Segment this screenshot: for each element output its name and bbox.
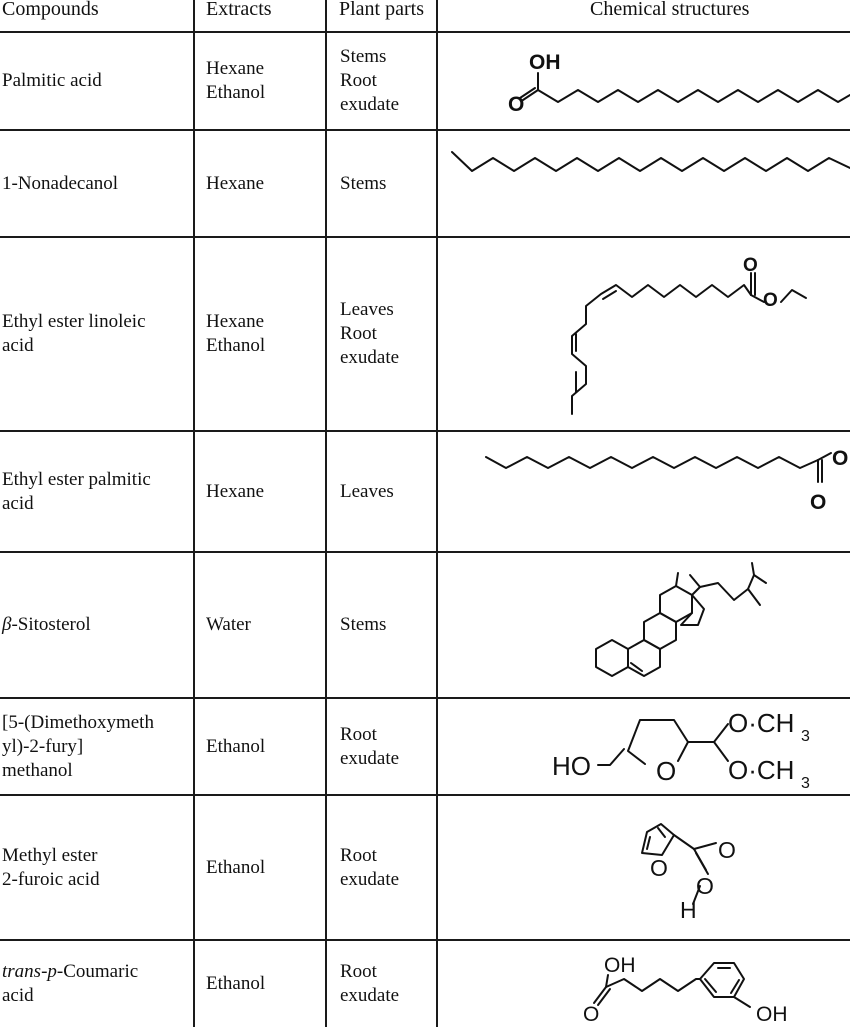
structure-ethyl-linoleate: O O <box>438 238 850 430</box>
compound-prefix: β <box>2 614 12 635</box>
plant-parts-label: Stems <box>340 172 387 194</box>
extracts-label: Water <box>206 614 251 635</box>
structure-label: O <box>763 290 778 311</box>
compound-name: trans-p-Coumaric acid <box>2 941 138 1027</box>
table-rule <box>0 31 850 33</box>
table-rule <box>0 939 850 941</box>
column-rule <box>436 0 438 1027</box>
table-rule <box>0 697 850 699</box>
plant-parts-label: Leaves <box>340 480 394 502</box>
structure-label: O <box>656 756 676 786</box>
plant-parts-cell: Stems Root exudate <box>340 33 399 129</box>
structure-palmitic-acid: OH O <box>438 33 850 129</box>
header-plant-parts: Plant parts <box>339 0 424 20</box>
plant-parts-label: Leaves Root exudate <box>340 299 400 368</box>
structure-label: O <box>650 855 668 881</box>
column-rule <box>325 0 327 1027</box>
table-rule <box>0 236 850 238</box>
extracts-label: Hexane Ethanol <box>206 58 266 103</box>
structure-label: O <box>583 1003 599 1026</box>
compound-label: 1-Nonadecanol <box>2 172 119 194</box>
structure-1-nonadecanol <box>438 131 850 236</box>
plant-parts-cell: Root exudate <box>340 699 399 794</box>
plant-parts-label: Stems <box>340 614 387 635</box>
structure-beta-sitosterol <box>438 553 850 697</box>
compound-label: -Sitosterol <box>11 614 91 635</box>
extracts-cell: Hexane Ethanol <box>206 238 265 430</box>
extracts-cell: Hexane <box>206 131 264 236</box>
compound-label: Ethyl ester linoleic acid <box>2 311 146 356</box>
compound-label: [5-(Dimethoxymeth yl)-2-fury] methanol <box>2 711 154 781</box>
structure-label: HO <box>552 751 591 781</box>
compound-name: β-Sitosterol <box>2 553 91 697</box>
structure-label: O <box>810 491 826 514</box>
structure-ethyl-palmitate: O O <box>438 432 850 551</box>
structure-label: O <box>718 837 736 863</box>
compound-label: Ethyl ester palmitic acid <box>2 468 151 514</box>
structure-label: O <box>508 93 524 116</box>
compound-label: -Coumaric acid <box>2 961 139 1006</box>
compound-name: Ethyl ester linoleic acid <box>2 238 146 430</box>
structure-label: 3 <box>801 775 810 792</box>
structure-label: O·CH <box>728 755 794 785</box>
plant-parts-label: Root exudate <box>340 961 400 1006</box>
structure-label: O·CH <box>728 708 794 738</box>
extracts-label: Hexane <box>206 480 265 502</box>
compound-name: 1-Nonadecanol <box>2 131 118 236</box>
structure-label: 3 <box>801 728 810 745</box>
compound-name: Ethyl ester palmitic acid <box>2 432 151 551</box>
structure-label: OH <box>756 1003 788 1026</box>
extracts-cell: Ethanol <box>206 699 265 794</box>
plant-parts-cell: Leaves <box>340 432 394 551</box>
compound-prefix: trans-p <box>2 961 57 982</box>
structure-label: O <box>696 873 714 899</box>
table-rule <box>0 430 850 432</box>
extracts-label: Ethanol <box>206 735 266 757</box>
structure-dimethoxymethyl-furylmethanol: HO O O·CH 3 O·CH 3 <box>438 699 850 794</box>
compound-label: Palmitic acid <box>2 70 102 91</box>
plant-parts-cell: Leaves Root exudate <box>340 238 399 430</box>
table-rule <box>0 794 850 796</box>
structure-label: H <box>680 897 697 923</box>
extracts-cell: Hexane Ethanol <box>206 33 265 129</box>
table-rule <box>0 129 850 131</box>
extracts-cell: Ethanol <box>206 796 265 939</box>
compound-name: [5-(Dimethoxymeth yl)-2-fury] methanol <box>2 699 154 794</box>
compound-label: Methyl ester 2-furoic acid <box>2 844 100 890</box>
compound-name: Palmitic acid <box>2 33 102 129</box>
plant-parts-cell: Root exudate <box>340 941 399 1027</box>
extracts-cell: Hexane <box>206 432 264 551</box>
extracts-label: Ethanol <box>206 856 266 878</box>
structure-label: O <box>832 447 848 470</box>
plant-parts-cell: Stems <box>340 553 386 697</box>
structure-coumaric-acid: OH O OH <box>438 941 850 1027</box>
plant-parts-label: Stems Root exudate <box>340 46 400 115</box>
header-extracts: Extracts <box>206 0 272 20</box>
extracts-label: Ethanol <box>206 973 266 994</box>
extracts-cell: Ethanol <box>206 941 265 1027</box>
header-chemical-structures: Chemical structures <box>590 0 750 20</box>
extracts-label: Hexane <box>206 172 265 194</box>
structure-label: O <box>743 255 758 276</box>
column-rule <box>193 0 195 1027</box>
extracts-label: Hexane Ethanol <box>206 311 266 356</box>
plant-parts-cell: Stems <box>340 131 386 236</box>
compound-name: Methyl ester 2-furoic acid <box>2 796 100 939</box>
table-rule <box>0 551 850 553</box>
header-compounds: Compounds <box>2 0 99 20</box>
extracts-cell: Water <box>206 553 251 697</box>
structure-label: OH <box>604 954 636 977</box>
plant-parts-label: Root exudate <box>340 723 400 769</box>
structure-label: OH <box>529 51 561 74</box>
plant-parts-cell: Root exudate <box>340 796 399 939</box>
structure-methyl-furoate: O O O H <box>438 796 850 939</box>
plant-parts-label: Root exudate <box>340 844 400 890</box>
